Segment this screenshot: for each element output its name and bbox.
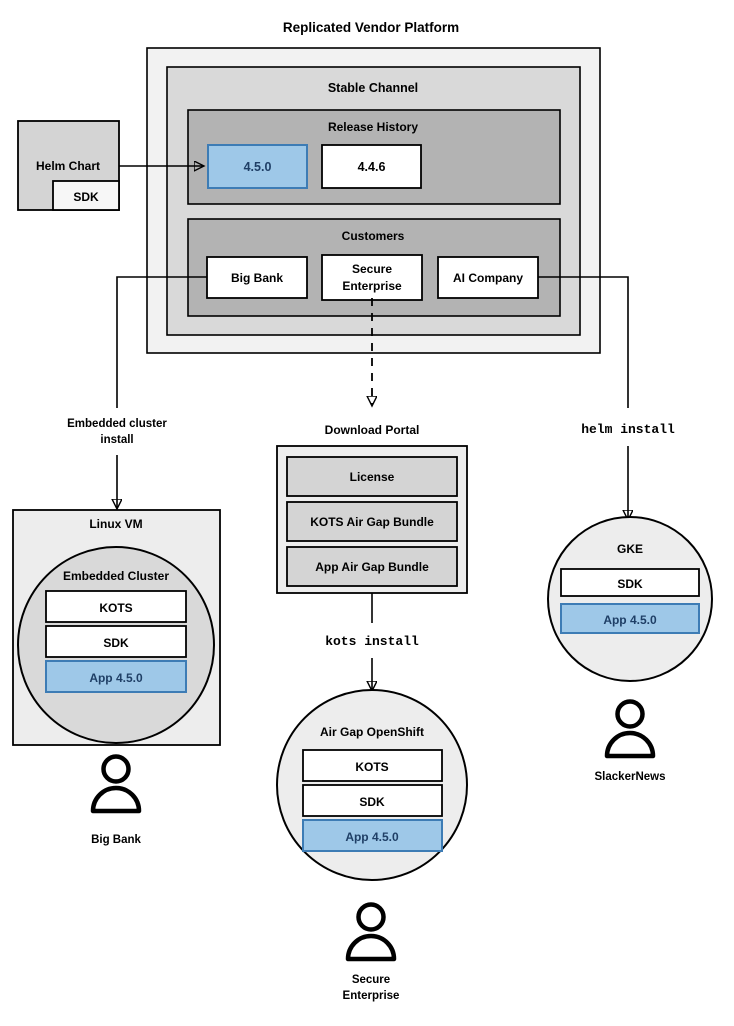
download-artifact-app-air-gap-bundle[interactable] [286,546,458,587]
linux-vm-component-kots[interactable] [45,590,187,623]
page-title: Replicated Vendor Platform [283,20,459,35]
kots-install-label: kots install [325,634,419,649]
customer-label: Secure [352,262,392,276]
embedded-cluster-install-label-line1: Embedded cluster [67,418,167,430]
gke-component-app[interactable] [560,603,700,634]
download-portal-title: Download Portal [325,423,420,437]
embedded-cluster-title: Embedded Cluster [63,569,169,583]
download-artifact-license[interactable] [286,456,458,497]
openshift-component-sdk[interactable] [302,784,443,817]
download-artifact-label: KOTS Air Gap Bundle [310,515,434,529]
download-artifact-kots-air-gap-bundle[interactable] [286,501,458,542]
customer-card-ai-company[interactable] [437,256,539,299]
user-icon-big-bank [90,754,142,814]
release-card-4-5-0[interactable] [207,144,308,189]
user-icon-slackernews [604,699,656,759]
release-version-label: 4.5.0 [244,160,272,174]
helm-chart-label: Helm Chart [36,159,100,173]
linux-vm-title: Linux VM [89,517,142,531]
gke-title: GKE [617,542,643,556]
customer-label-line2: Enterprise [342,279,402,293]
component-label: App 4.5.0 [89,671,143,685]
user-label-big-bank: Big Bank [91,834,141,846]
embedded-cluster-install-label-line2: install [100,434,133,446]
user-label-slackernews: SlackerNews [595,771,666,783]
linux-vm-component-sdk[interactable] [45,625,187,658]
helm-chart-sdk-label: SDK [73,190,99,204]
component-label: KOTS [355,760,388,774]
stable-channel-title: Stable Channel [328,81,418,95]
linux-vm-component-app[interactable] [45,660,187,693]
release-history-title: Release History [328,120,418,134]
user-icon-secure-enterprise [345,902,397,962]
openshift-component-kots[interactable] [302,749,443,782]
customer-card-big-bank[interactable] [206,256,308,299]
component-label: SDK [617,577,643,591]
download-artifact-label: License [350,470,395,484]
openshift-component-app[interactable] [302,819,443,852]
customer-card-secure-enterprise[interactable] [321,254,423,301]
connector-ai-company-right [538,276,629,408]
release-version-label: 4.4.6 [358,160,386,174]
component-label: SDK [103,636,129,650]
component-label: KOTS [99,601,132,615]
download-artifact-label: App Air Gap Bundle [315,560,429,574]
customers-title: Customers [342,229,405,243]
component-label: App 4.5.0 [345,830,399,844]
customer-label: Big Bank [231,271,283,285]
customer-label: AI Company [453,271,523,285]
air-gap-openshift-title: Air Gap OpenShift [320,725,424,739]
gke-component-sdk[interactable] [560,568,700,597]
connector-big-bank-left [116,276,207,408]
helm-install-label: helm install [581,422,675,437]
component-label: SDK [359,795,385,809]
release-card-4-4-6[interactable] [321,144,422,189]
component-label: App 4.5.0 [603,613,657,627]
gke-ellipse[interactable] [547,516,713,682]
user-label-secure-enterprise: Secure [352,974,390,986]
helm-chart-sdk-box[interactable] [52,180,120,211]
user-label-secure-enterprise-line2: Enterprise [343,990,400,1002]
